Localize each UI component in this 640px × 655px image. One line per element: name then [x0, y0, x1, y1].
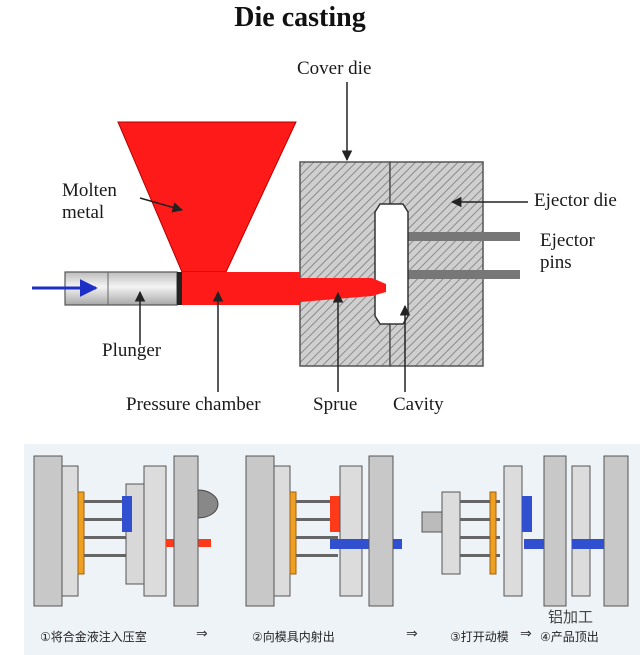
stage-4-illustration: [571, 455, 629, 607]
label-ejector-pins: Ejector pins: [540, 230, 595, 273]
cavity: [374, 203, 409, 325]
molten-metal: [117, 121, 297, 273]
watermark: 铝加工: [548, 608, 594, 626]
die-casting-schematic: [32, 82, 528, 392]
stage-3-illustration: [421, 455, 567, 607]
stage-1-illustration: [33, 455, 219, 607]
step-2-label: ②向模具内射出: [252, 630, 335, 644]
label-cover-die: Cover die: [297, 58, 372, 79]
step-arrow-3: ⇒: [520, 626, 532, 642]
pressure-chamber: [182, 272, 300, 305]
stage-2-illustration: [245, 455, 402, 607]
label-cavity: Cavity: [393, 394, 444, 415]
diagram-title: Die casting: [234, 2, 366, 33]
process-steps-panel: [24, 444, 640, 655]
sprue: [300, 278, 386, 302]
step-1-label: ①将合金液注入压室: [40, 630, 147, 644]
die-casting-diagram: Die casting: [32, 2, 617, 415]
ejector-pin-upper: [408, 232, 520, 241]
process-steps-illustration: [33, 455, 629, 607]
label-ejector-die: Ejector die: [534, 190, 617, 211]
label-plunger: Plunger: [102, 340, 162, 361]
label-sprue: Sprue: [313, 394, 358, 415]
step-4-label: ④产品顶出: [540, 630, 599, 644]
step-arrow-1: ⇒: [196, 626, 208, 642]
step-3-label: ③打开动模: [450, 630, 509, 644]
step-arrow-2: ⇒: [406, 626, 418, 642]
label-molten-metal: Molten metal: [62, 180, 117, 223]
label-pressure-chamber: Pressure chamber: [126, 394, 261, 415]
ejector-pin-lower: [408, 270, 520, 279]
